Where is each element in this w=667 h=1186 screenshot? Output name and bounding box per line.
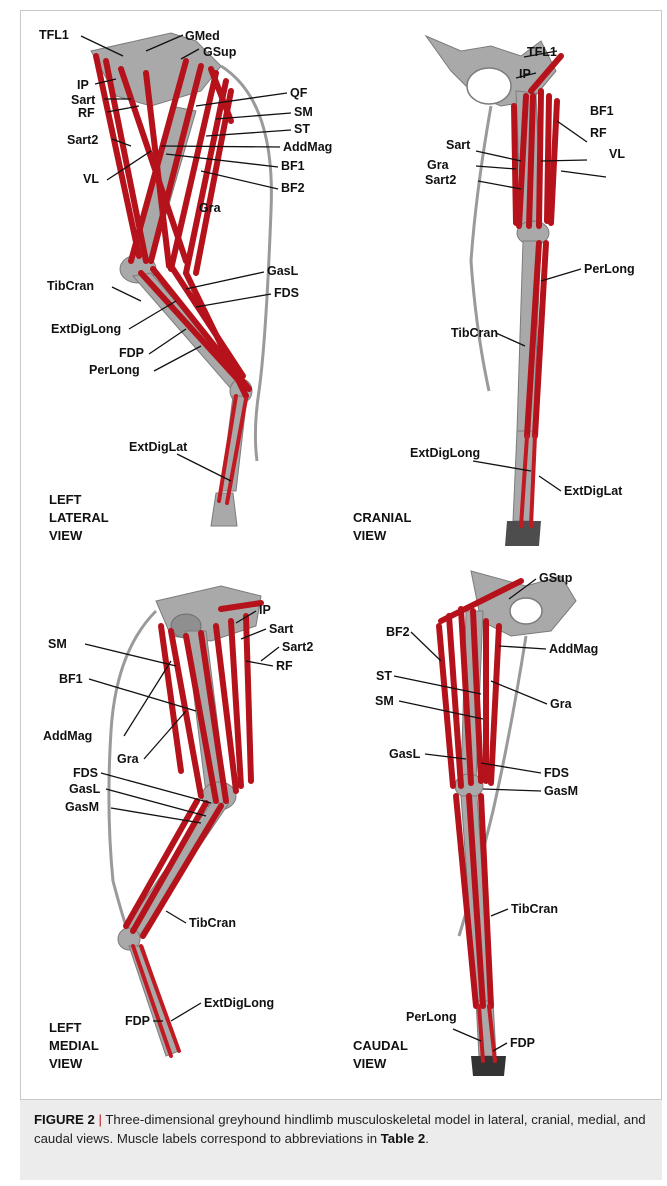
lateral-view-title-line3: VIEW	[49, 528, 83, 543]
medial-label-ip: IP	[259, 603, 271, 617]
lateral-label-st: ST	[294, 122, 310, 136]
lateral-label-sart2: Sart2	[67, 133, 98, 147]
cranial-label-bf1: BF1	[590, 104, 614, 118]
medial-label-sm: SM	[48, 637, 67, 651]
medial-label-fds: FDS	[73, 766, 98, 780]
lateral-label-perlong: PerLong	[89, 363, 140, 377]
cranial-label-vl: VL	[609, 147, 625, 161]
lateral-label-gmed: GMed	[185, 29, 220, 43]
lateral-label-sm: SM	[294, 105, 313, 119]
cranial-label-extdiglong: ExtDigLong	[410, 446, 480, 460]
medial-view-title-line3: VIEW	[49, 1056, 83, 1071]
lateral-view-title-line1: LEFT	[49, 492, 82, 507]
caption-table-reference[interactable]: Table 2	[381, 1131, 425, 1146]
caudal-label-addmag: AddMag	[549, 642, 598, 656]
medial-view-model	[109, 586, 261, 1056]
lateral-label-extdiglong: ExtDigLong	[51, 322, 121, 336]
medial-label-gra: Gra	[117, 752, 140, 766]
caudal-label-st: ST	[376, 669, 392, 683]
lateral-label-sart: Sart	[71, 93, 96, 107]
lateral-label-rf: RF	[78, 106, 95, 120]
cranial-label-perlong: PerLong	[584, 262, 635, 276]
cranial-label-rf: RF	[590, 126, 607, 140]
caption-text: Three-dimensional greyhound hindlimb mus…	[34, 1112, 646, 1146]
cranial-label-sart2: Sart2	[425, 173, 456, 187]
cranial-label-sart: Sart	[446, 138, 471, 152]
medial-label-tibcran: TibCran	[189, 916, 236, 930]
cranial-view-title-line2: VIEW	[353, 528, 387, 543]
cranial-view-title: CRANIAL VIEW	[353, 510, 412, 543]
lateral-label-gra: Gra	[199, 201, 222, 215]
lateral-label-qf: QF	[290, 86, 308, 100]
lateral-label-ip: IP	[77, 78, 89, 92]
caudal-label-gasm: GasM	[544, 784, 578, 798]
medial-label-bf1: BF1	[59, 672, 83, 686]
caudal-label-bf2: BF2	[386, 625, 410, 639]
lateral-label-bf2: BF2	[281, 181, 305, 195]
medial-label-fdp: FDP	[125, 1014, 150, 1028]
caudal-label-sm: SM	[375, 694, 394, 708]
medial-view-title-line1: LEFT	[49, 1020, 82, 1035]
caption-figure-label: FIGURE 2	[34, 1112, 95, 1127]
caudal-label-perlong: PerLong	[406, 1010, 457, 1024]
caudal-view-title-line1: CAUDAL	[353, 1038, 408, 1053]
cranial-label-ip: IP	[519, 67, 531, 81]
medial-label-rf: RF	[276, 659, 293, 673]
lateral-label-addmag: AddMag	[283, 140, 332, 154]
cranial-view-model	[426, 36, 561, 546]
medial-label-gasm: GasM	[65, 800, 99, 814]
medial-label-gasl: GasL	[69, 782, 101, 796]
lateral-label-tibcran: TibCran	[47, 279, 94, 293]
lateral-view-title-line2: LATERAL	[49, 510, 109, 525]
lateral-label-vl: VL	[83, 172, 99, 186]
caption-separator: |	[99, 1112, 102, 1127]
medial-label-sart: Sart	[269, 622, 294, 636]
lateral-view-title: LEFT LATERAL VIEW	[49, 492, 109, 543]
medial-label-extdiglong: ExtDigLong	[204, 996, 274, 1010]
caudal-label-fds: FDS	[544, 766, 569, 780]
lateral-label-gasl: GasL	[267, 264, 299, 278]
cranial-view-title-line1: CRANIAL	[353, 510, 412, 525]
figure-panel: TFL1 GMed GSup IP QF Sart RF SM ST AddMa…	[20, 10, 662, 1100]
caudal-label-gsup: GSup	[539, 571, 573, 585]
lateral-label-tfl1: TFL1	[39, 28, 69, 42]
medial-view-title: LEFT MEDIAL VIEW	[49, 1020, 99, 1071]
lateral-label-fdp: FDP	[119, 346, 144, 360]
cranial-label-extdiglat: ExtDigLat	[564, 484, 623, 498]
cranial-label-gra: Gra	[427, 158, 450, 172]
medial-view-title-line2: MEDIAL	[49, 1038, 99, 1053]
caudal-view-title: CAUDAL VIEW	[353, 1038, 408, 1071]
figure-caption: FIGURE 2 | Three-dimensional greyhound h…	[20, 1100, 662, 1180]
caudal-label-fdp: FDP	[510, 1036, 535, 1050]
lateral-label-fds: FDS	[274, 286, 299, 300]
caudal-label-gra: Gra	[550, 697, 573, 711]
medial-label-addmag: AddMag	[43, 729, 92, 743]
medial-label-sart2: Sart2	[282, 640, 313, 654]
caption-text-block: FIGURE 2 | Three-dimensional greyhound h…	[34, 1110, 648, 1148]
lateral-label-extdiglat: ExtDigLat	[129, 440, 188, 454]
caudal-label-gasl: GasL	[389, 747, 421, 761]
cranial-label-tibcran: TibCran	[451, 326, 498, 340]
cranial-label-tfl1: TFL1	[527, 45, 557, 59]
lateral-label-gsup: GSup	[203, 45, 237, 59]
caption-end-period: .	[425, 1131, 429, 1146]
musculoskeletal-illustration: TFL1 GMed GSup IP QF Sart RF SM ST AddMa…	[21, 11, 663, 1101]
lateral-label-bf1: BF1	[281, 159, 305, 173]
caudal-label-tibcran: TibCran	[511, 902, 558, 916]
caudal-view-title-line2: VIEW	[353, 1056, 387, 1071]
